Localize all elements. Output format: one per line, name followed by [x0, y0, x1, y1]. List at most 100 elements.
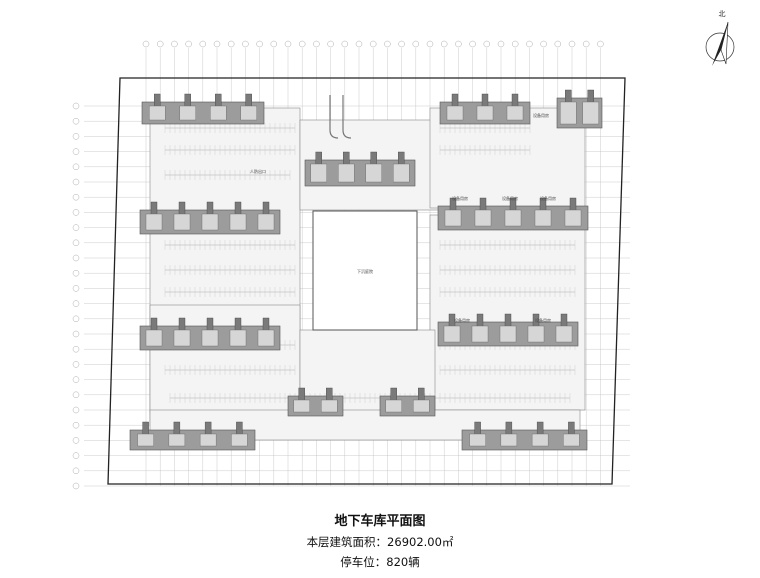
building-cores: [129, 89, 603, 451]
grid-axis-bubble: [72, 133, 80, 140]
grid-axis-bubble: [72, 254, 80, 262]
grid-axis-bubble: [355, 40, 363, 48]
grid-axis-bubble: [313, 40, 320, 48]
grid-axis-bubble: [384, 40, 391, 48]
north-label: 北: [719, 10, 726, 18]
grid-axis-bubble: [72, 270, 80, 277]
unit-plate: [310, 163, 327, 183]
equipment-room-label: 设备用房: [452, 195, 468, 201]
parking-count-note: 停车位：820辆: [340, 555, 420, 569]
entry-ramp: [342, 95, 352, 139]
grid-axis-bubble: [583, 40, 590, 48]
unit-plate: [385, 399, 402, 413]
north-arrow-needle: [712, 22, 728, 66]
grid-axis-bubble: [185, 40, 192, 48]
entry-ramp: [329, 95, 339, 139]
drawing-title: 地下车库平面图: [334, 514, 426, 529]
grid-axis-bubble: [72, 285, 80, 292]
unit-plate: [500, 433, 518, 447]
unit-plate: [229, 329, 247, 347]
grid-axis-bubble: [242, 40, 249, 48]
grid-axis-bubble: [72, 209, 80, 216]
grid-axis-bubble: [72, 376, 80, 383]
unit-plate: [168, 433, 186, 447]
unit-plate: [210, 105, 227, 121]
courtyard-label: 下沉庭院: [357, 268, 373, 274]
floor-area-note: 本层建筑面积：26902.00㎡: [306, 535, 454, 549]
grid-axis-bubble: [497, 40, 505, 48]
unit-plate: [563, 433, 580, 447]
unit-plate: [321, 399, 338, 413]
grid-axis-bubble: [72, 482, 80, 490]
unit-plate: [471, 325, 489, 343]
unit-plate: [199, 433, 217, 447]
grid-axis-bubble: [72, 178, 80, 186]
unit-plate: [499, 325, 517, 343]
grid-axis-bubble: [72, 193, 80, 201]
unit-plate: [506, 105, 524, 121]
unit-plate: [446, 105, 464, 121]
grid-axis-bubble: [483, 40, 490, 48]
grid-axis-bubble: [72, 224, 80, 231]
grid-axis-bubble: [171, 40, 178, 48]
grid-axis-bubble: [341, 40, 348, 48]
unit-plate: [527, 325, 545, 343]
grid-axis-bubble: [441, 40, 448, 48]
grid-axis-bubble: [72, 163, 80, 171]
grid-axis-bubble: [72, 406, 80, 414]
grid-axis-bubble: [597, 40, 604, 48]
unit-plate: [257, 329, 275, 347]
grid-axis-bubble: [72, 361, 80, 368]
grid-axis-bubble: [72, 315, 80, 322]
grid-axis-bubble: [72, 437, 80, 444]
grid-axis-bubble: [426, 40, 434, 48]
sunken-courtyard: [312, 210, 418, 331]
unit-plate: [504, 209, 522, 227]
grid-axis-bubble: [72, 346, 80, 353]
grid-axis-bubble: [72, 102, 80, 110]
unit-plate: [338, 163, 355, 183]
equipment-room-label: 设备用房: [540, 195, 556, 201]
unit-plate: [145, 213, 163, 231]
grid-axis-bubble: [72, 239, 80, 247]
grid-axis-bubble: [72, 467, 80, 474]
unit-plate: [443, 325, 461, 343]
unit-plate: [582, 101, 599, 125]
unit-plate: [149, 105, 166, 121]
unit-plate: [413, 399, 430, 413]
grid-axis-bubble: [512, 40, 519, 48]
grid-axis-bubble: [72, 148, 80, 155]
equipment-room-label: 设备用房: [533, 112, 549, 118]
north-arrow-circle: [705, 32, 735, 62]
unit-plate: [257, 213, 275, 231]
unit-plate: [393, 163, 410, 183]
grid-axis-bubble: [72, 391, 80, 398]
unit-plate: [201, 213, 219, 231]
unit-plate: [145, 329, 163, 347]
grid-axis-bubble: [270, 40, 277, 48]
unit-plate: [293, 399, 310, 413]
building-core: [129, 429, 256, 451]
grid-axis-bubble: [412, 40, 419, 48]
grid-axis-bubble: [72, 422, 80, 429]
grid-axis-bubble: [455, 40, 462, 48]
grid-axis-bubble: [72, 300, 80, 307]
ramp-entry-label: 人防出口: [250, 168, 266, 174]
unit-plate: [444, 209, 462, 227]
grid-axis-bubble: [526, 40, 533, 48]
grid-axis-bubble: [568, 40, 576, 48]
building-core: [141, 101, 265, 125]
grid-axis-bubble: [227, 40, 235, 48]
garage-floor-plan: 下沉庭院 人防出口 设备用房 设备用房 设备用房 设备用房 设备用房 设备用房 …: [72, 10, 735, 490]
building-core: [461, 429, 588, 451]
unit-plate: [555, 325, 573, 343]
grid-axis-bubble: [213, 40, 221, 48]
unit-plate: [531, 433, 549, 447]
unit-plate: [240, 105, 257, 121]
grid-axis-bubble: [554, 40, 561, 48]
unit-plate: [469, 433, 486, 447]
unit-plate: [365, 163, 382, 183]
north-arrow-needle-light: [720, 21, 729, 65]
unit-plate: [231, 433, 248, 447]
equipment-room-label: 设备用房: [502, 195, 518, 201]
